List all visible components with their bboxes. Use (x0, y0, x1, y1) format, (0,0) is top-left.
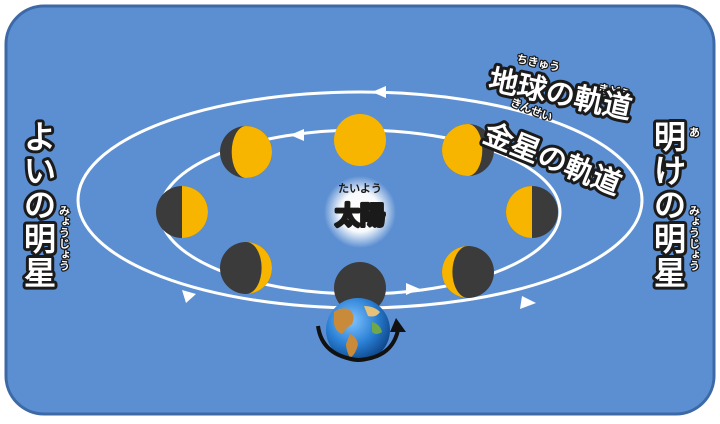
venus-lower-left (220, 242, 272, 294)
sun-glow (324, 176, 396, 248)
earth-orbit-arrow-right (520, 296, 536, 309)
venus-lit-area (182, 186, 208, 238)
morning-star-char: 明 (654, 118, 686, 156)
morning-star-ruby: みょうじょう (688, 205, 701, 271)
earth-orbit-arrow-left (182, 290, 196, 303)
venus-shadow-cut (246, 242, 262, 294)
venus-right (506, 186, 558, 238)
venus-lit-bulge (468, 124, 483, 176)
evening-star-char: い (24, 152, 56, 190)
evening-star-ruby: みょうじょう (58, 205, 71, 271)
evening-star-char: の (24, 186, 56, 224)
globe-icon (334, 306, 382, 358)
venus-shadow-cut (452, 246, 468, 298)
earth (316, 298, 406, 363)
morning-star-ruby-a: あ (688, 126, 701, 137)
sun-ruby: たいよう (338, 182, 382, 195)
rotation-arrowhead-icon (390, 318, 406, 332)
earth-orbit-arrow-top (372, 86, 386, 98)
venus-upper-right (442, 124, 494, 176)
venus-lit-area (246, 126, 272, 178)
venus-top (334, 114, 386, 166)
sun: たいよう 太陽 (324, 176, 396, 248)
venus-disc (334, 114, 386, 166)
evening-star-char: 明 (24, 220, 56, 258)
venus-left (156, 186, 208, 238)
venus-lit-bulge (231, 126, 246, 178)
rotation-arrow-icon (316, 325, 400, 363)
orbit-arrows (182, 86, 536, 309)
morning-star-char: 星 (654, 254, 686, 292)
venus-lower-right (442, 246, 494, 298)
evening-star-char: よ (24, 118, 56, 156)
morning-star-char: の (654, 186, 686, 224)
venus-orbit-arrow-bottom (406, 283, 420, 295)
morning-star-char: 明 (654, 220, 686, 258)
venus-orbit-arrow-top (290, 129, 304, 141)
sun-label: 太陽 (335, 201, 385, 230)
venus-lit-area (506, 186, 532, 238)
morning-star-char: け (654, 152, 686, 190)
venus-lit-area (442, 124, 468, 176)
evening-star-char: 星 (24, 254, 56, 292)
venus-upper-left (220, 126, 272, 178)
